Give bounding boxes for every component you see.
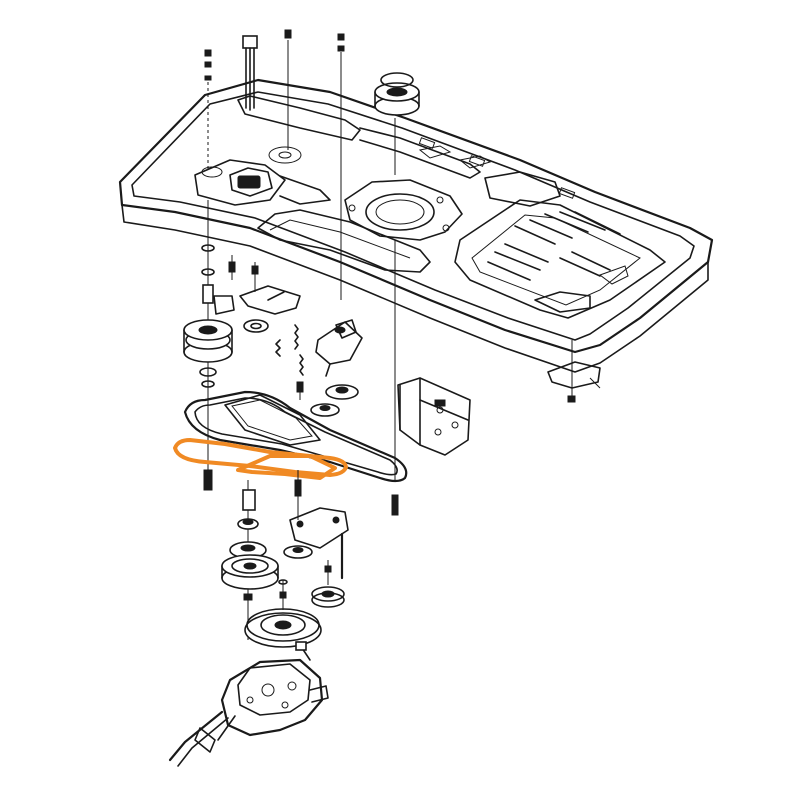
frame-plate [118, 78, 714, 373]
left-pulley-stack [183, 200, 233, 491]
bracket-and-spring-parts [213, 255, 363, 377]
transaxle [168, 641, 329, 767]
upper-idler-pulley [374, 72, 420, 116]
side-mount-bracket [391, 377, 471, 516]
idler-pulley-set [296, 381, 359, 417]
lower-pulley-stack [221, 480, 322, 648]
secondary-belt [183, 390, 408, 483]
deck-clip-bracket [547, 340, 601, 403]
lower-idler-assembly [283, 470, 349, 608]
top-fasteners [204, 29, 396, 480]
drive-belt[interactable] [173, 438, 348, 480]
bolt-head [242, 35, 258, 49]
